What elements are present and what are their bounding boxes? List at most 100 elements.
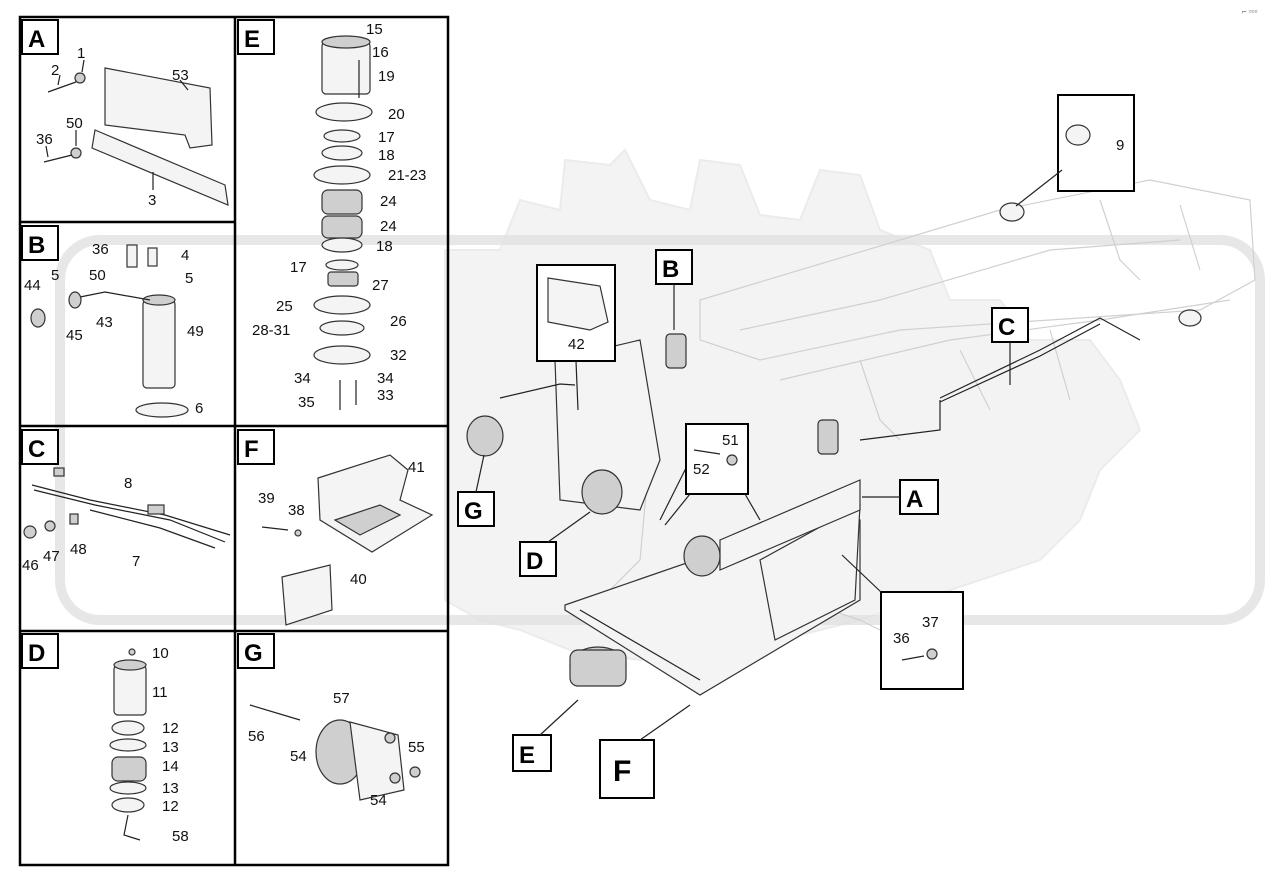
- callout-2: 2: [51, 62, 59, 79]
- callout-36: 36: [92, 241, 109, 258]
- callout-56: 56: [248, 728, 265, 745]
- callout-41: 41: [408, 459, 425, 476]
- cap-icon: [30, 308, 46, 328]
- clip-icon: [147, 504, 165, 515]
- panel-f-gasket: [281, 564, 333, 626]
- washer-icon: [74, 72, 86, 84]
- callout-33: 33: [377, 387, 394, 404]
- callout-24b: 24: [380, 218, 397, 235]
- callout-38: 38: [288, 502, 305, 519]
- panel-a-bracket: [91, 129, 229, 206]
- panel-f-title: F: [244, 436, 259, 463]
- panel-e: E 15 16 19 20 17 18 21-23 24 24 18 17 27…: [237, 19, 426, 411]
- callout-35: 35: [298, 394, 315, 411]
- callout-34: 34: [294, 370, 311, 387]
- bolt-head-icon: [23, 525, 37, 539]
- callout-43: 43: [96, 314, 113, 331]
- label-c: C: [998, 314, 1015, 341]
- callout-9: 9: [1116, 137, 1124, 154]
- callout-13: 13: [162, 739, 179, 756]
- callout-39: 39: [258, 490, 275, 507]
- panel-e-title: E: [244, 26, 260, 53]
- callout-54: 54: [290, 748, 307, 765]
- panel-a-plate: [104, 67, 213, 149]
- callout-28-31: 28-31: [252, 322, 290, 339]
- panel-f-bracket: [317, 454, 434, 553]
- panel-a: A 1 2 53 36 50 3: [21, 19, 229, 209]
- panel-d: D 10 11 12 13 14 13 12 58: [21, 633, 189, 845]
- callout-19: 19: [378, 68, 395, 85]
- panel-d-housing: [113, 664, 147, 716]
- callout-54b: 54: [370, 792, 387, 809]
- clip-icon: [69, 513, 79, 525]
- callout-5b: 5: [185, 270, 193, 287]
- callout-18b: 18: [376, 238, 393, 255]
- callout-26: 26: [390, 313, 407, 330]
- page-marker: ⌐ ▫▫▫: [1242, 7, 1258, 16]
- callout-4: 4: [181, 247, 189, 264]
- panel-frames: [18, 15, 450, 867]
- panel-c: C 8 46 47 48 7: [21, 429, 231, 574]
- callout-7: 7: [132, 553, 140, 570]
- unit-d: [581, 469, 623, 515]
- callout-36: 36: [36, 131, 53, 148]
- callout-47: 47: [43, 548, 60, 565]
- panel-f: F 41 39 38 40: [237, 429, 434, 626]
- callout-6: 6: [195, 400, 203, 417]
- panel-g: G 57 56 55 54 54: [237, 633, 425, 809]
- panel-a-title: A: [28, 26, 45, 53]
- panel-e-cap: [321, 41, 371, 95]
- callout-52: 52: [693, 461, 710, 478]
- callout-45: 45: [66, 327, 83, 344]
- panel-e-bearing: [321, 215, 363, 239]
- callout-12b: 12: [162, 798, 179, 815]
- panel-b-ring: [135, 402, 189, 418]
- callout-12: 12: [162, 720, 179, 737]
- clip-icon: [53, 467, 65, 477]
- callout-51: 51: [722, 432, 739, 449]
- panel-b-tube: [142, 299, 176, 389]
- callout-57: 57: [333, 690, 350, 707]
- callout-25: 25: [276, 298, 293, 315]
- cover-plate: [554, 339, 661, 511]
- label-f: F: [613, 755, 631, 788]
- screw-icon: [128, 648, 136, 656]
- panel-b-title: B: [28, 232, 45, 259]
- label-d: D: [526, 548, 543, 575]
- callout-50: 50: [89, 267, 106, 284]
- callout-42: 42: [568, 336, 585, 353]
- panel-c-title: C: [28, 436, 45, 463]
- callout-21-23: 21-23: [388, 167, 426, 184]
- callout-48: 48: [70, 541, 87, 558]
- main-section-labels: B C A G D E F 9 42 51 52: [457, 94, 1135, 799]
- callout-1: 1: [77, 45, 85, 62]
- callout-49: 49: [187, 323, 204, 340]
- main-assembly: [466, 202, 1202, 696]
- callout-20: 20: [388, 106, 405, 123]
- callout-15: 15: [366, 21, 383, 38]
- panel-b: B 36 4 44 5 50 5 45 43 49 6: [21, 225, 204, 418]
- callout-10: 10: [152, 645, 169, 662]
- callout-58: 58: [172, 828, 189, 845]
- callout-44: 44: [24, 277, 41, 294]
- callout-3: 3: [148, 192, 156, 209]
- callout-8: 8: [124, 475, 132, 492]
- callout-16: 16: [372, 44, 389, 61]
- label-e: E: [519, 742, 535, 769]
- callout-24: 24: [380, 193, 397, 210]
- callout-17: 17: [378, 129, 395, 146]
- panel-d-bearing: [111, 756, 147, 782]
- callout-17b: 17: [290, 259, 307, 276]
- panel-d-title: D: [28, 640, 45, 667]
- callout-11: 11: [152, 684, 168, 701]
- callout-53: 53: [172, 67, 189, 84]
- callout-18: 18: [378, 147, 395, 164]
- motor-g: [466, 415, 504, 457]
- callout-34b: 34: [377, 370, 394, 387]
- callout-14: 14: [162, 758, 179, 775]
- panel-e-flange: [315, 102, 373, 122]
- callout-5: 5: [51, 267, 59, 284]
- callout-27: 27: [372, 277, 389, 294]
